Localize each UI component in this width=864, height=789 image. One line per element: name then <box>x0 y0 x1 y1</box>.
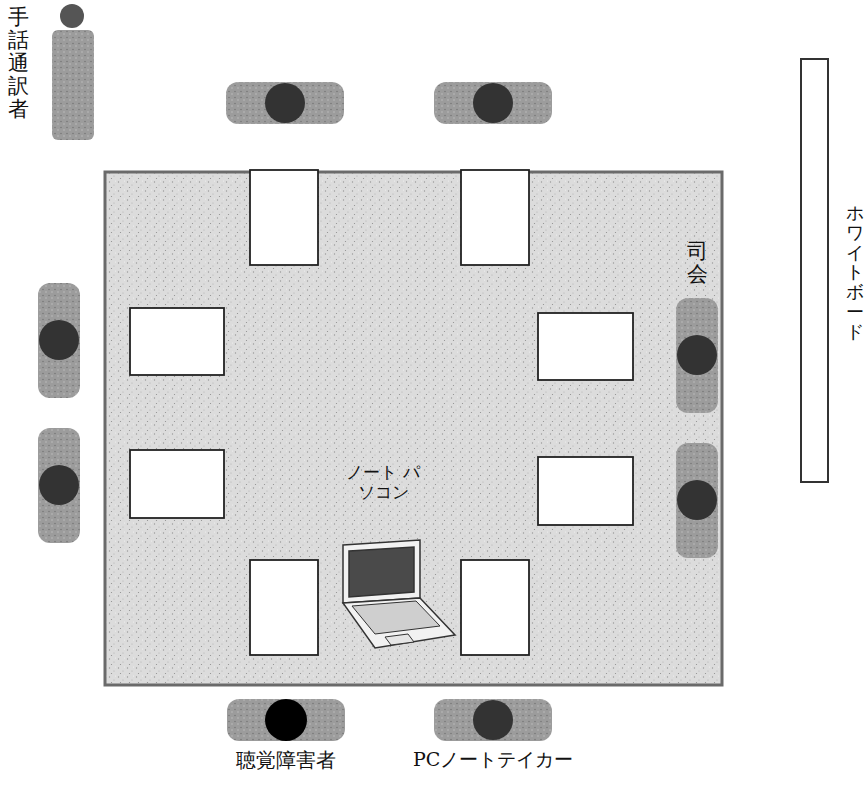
laptop-icon <box>343 540 455 648</box>
whiteboard-label: ホワイトボード <box>846 203 864 342</box>
whiteboard: ホワイトボード <box>800 58 829 483</box>
person-label: PCノートテイカー <box>413 748 573 771</box>
person-label: 手話通訳者 <box>8 6 29 121</box>
seats <box>38 82 718 741</box>
table <box>105 172 722 685</box>
person-label: 聴覚障害者 <box>236 748 336 772</box>
standing-person <box>52 4 94 140</box>
device-label: ノート パソコン <box>343 462 423 503</box>
papers <box>130 170 633 655</box>
person-label: 司会 <box>687 240 708 286</box>
